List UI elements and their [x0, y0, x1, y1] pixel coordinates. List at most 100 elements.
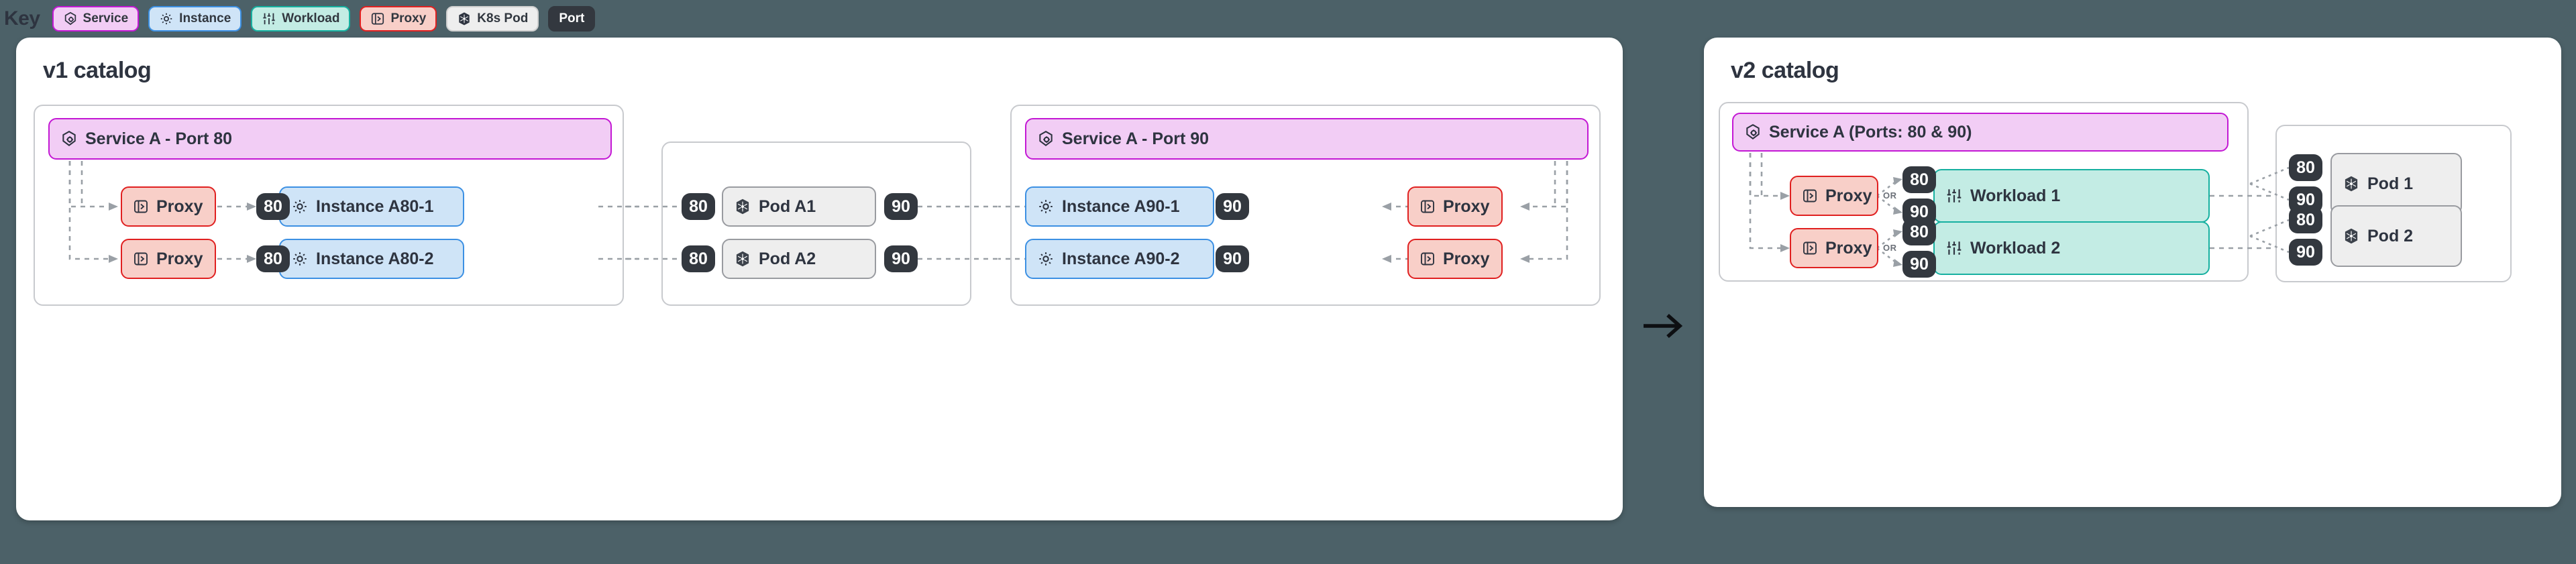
node-proxy-a90-1[interactable]: Proxy — [1407, 186, 1503, 227]
node-label: Proxy — [156, 249, 203, 268]
node-proxy-a80-1[interactable]: Proxy — [121, 186, 216, 227]
node-proxy-v2-1[interactable]: Proxy — [1790, 176, 1878, 216]
key-chip-instance: Instance — [148, 6, 242, 32]
node-pod-a1[interactable]: Pod A1 — [722, 186, 876, 227]
port-badge-80: 80 — [1902, 166, 1936, 193]
kubernetes-helm-icon — [734, 250, 751, 268]
node-service-a-port-80[interactable]: Service A - Port 80 — [48, 118, 612, 160]
node-label: Workload 2 — [1970, 238, 2061, 258]
key-chip-label: Workload — [282, 11, 340, 25]
node-instance-a90-2[interactable]: Instance A90-2 — [1025, 239, 1214, 279]
node-service-a-ports-80-90[interactable]: Service A (Ports: 80 & 90) — [1732, 113, 2229, 152]
node-label: Pod 1 — [2367, 174, 2414, 193]
node-label: Proxy — [1443, 196, 1490, 216]
port-badge-80: 80 — [256, 193, 290, 220]
node-proxy-a80-2[interactable]: Proxy — [121, 239, 216, 279]
gear-icon — [291, 198, 309, 215]
proxy-play-box-icon — [370, 11, 385, 26]
key-chip-service: Service — [52, 6, 140, 32]
transition-arrow-icon — [1631, 306, 1696, 346]
node-proxy-a90-2[interactable]: Proxy — [1407, 239, 1503, 279]
key-chip-port: Port — [548, 6, 596, 32]
port-badge-90: 90 — [884, 245, 918, 272]
port-badge-90: 90 — [1902, 251, 1936, 278]
key-chip-k8s-pod: K8s Pod — [446, 6, 539, 32]
proxy-play-box-icon — [1419, 199, 1436, 215]
node-pod-a2[interactable]: Pod A2 — [722, 239, 876, 279]
node-workload-2[interactable]: Workload 2 — [1933, 221, 2210, 275]
key-chip-label: Service — [83, 11, 129, 25]
node-label: Proxy — [1443, 249, 1490, 268]
diagram-canvas: v1 catalog Service A - Port 80 — [0, 38, 2576, 564]
edges-v2-pods — [2249, 166, 2290, 253]
edges-pods-v1 — [625, 205, 998, 260]
node-label: Proxy — [1825, 186, 1872, 205]
node-label: Service A - Port 80 — [85, 129, 233, 148]
port-badge-90: 90 — [884, 193, 918, 220]
panel-v1-catalog: v1 catalog Service A - Port 80 — [16, 38, 1623, 520]
edges-port80-group — [68, 161, 639, 263]
proxy-play-box-icon — [133, 199, 149, 215]
key-chip-label: K8s Pod — [477, 11, 529, 25]
service-hexagon-gear-icon — [63, 11, 78, 26]
or-label-1: OR — [1883, 190, 1897, 201]
kubernetes-helm-icon — [2343, 227, 2360, 245]
proxy-play-box-icon — [1419, 251, 1436, 267]
port-badge-90: 90 — [1216, 245, 1249, 272]
node-pod-2[interactable]: Pod 2 — [2330, 205, 2462, 267]
node-label: Service A (Ports: 80 & 90) — [1769, 122, 1972, 142]
or-label-2: OR — [1883, 243, 1897, 253]
key-chip-proxy: Proxy — [360, 6, 437, 32]
node-label: Proxy — [1825, 238, 1872, 258]
proxy-play-box-icon — [1802, 240, 1818, 256]
node-instance-a90-1[interactable]: Instance A90-1 — [1025, 186, 1214, 227]
sliders-icon — [262, 11, 276, 26]
node-label: Instance A80-2 — [316, 249, 434, 268]
group-k8s-pods-v2: 80 90 Pod 1 80 90 — [2249, 125, 2512, 282]
proxy-play-box-icon — [1802, 188, 1818, 204]
node-label: Instance A80-1 — [316, 196, 434, 216]
node-workload-1[interactable]: Workload 1 — [1933, 169, 2210, 223]
node-instance-a80-1[interactable]: Instance A80-1 — [279, 186, 464, 227]
key-chip-workload: Workload — [251, 6, 351, 32]
node-service-a-port-90[interactable]: Service A - Port 90 — [1025, 118, 1589, 160]
node-label: Pod A2 — [759, 249, 816, 268]
node-label: Pod A1 — [759, 196, 816, 216]
group-service-a-port-80: Service A - Port 80 — [34, 105, 639, 306]
port-badge-90: 90 — [1216, 193, 1249, 220]
key-chip-label: Port — [559, 11, 585, 25]
port-badge-80: 80 — [2289, 154, 2322, 181]
node-label: Pod 2 — [2367, 226, 2414, 245]
key-chip-label: Instance — [179, 11, 231, 25]
gear-icon — [1037, 250, 1055, 268]
sliders-icon — [1945, 187, 1963, 205]
port-badge-80: 80 — [682, 193, 715, 220]
kubernetes-helm-icon — [2343, 175, 2360, 192]
node-proxy-v2-2[interactable]: Proxy — [1790, 228, 1878, 268]
node-label: Instance A90-2 — [1062, 249, 1180, 268]
sliders-icon — [1945, 239, 1963, 257]
node-label: Proxy — [156, 196, 203, 216]
panel-v2-catalog: v2 catalog Service A (Ports: 80 & 90) — [1704, 38, 2561, 507]
service-hexagon-gear-icon — [60, 130, 78, 148]
port-badge-80: 80 — [256, 245, 290, 272]
node-label: Service A - Port 90 — [1062, 129, 1210, 148]
gear-icon — [291, 250, 309, 268]
port-badge-90: 90 — [2289, 239, 2322, 266]
page-title-v1: v1 catalog — [43, 58, 152, 83]
node-instance-a80-2[interactable]: Instance A80-2 — [279, 239, 464, 279]
gear-icon — [159, 11, 174, 26]
edges-port90-group — [998, 161, 1568, 263]
port-badge-80: 80 — [1902, 219, 1936, 245]
group-service-a-port-90: Service A - Port 90 — [998, 105, 1601, 306]
page-title-v2: v2 catalog — [1731, 58, 1839, 83]
key-chip-label: Proxy — [390, 11, 427, 25]
kubernetes-helm-icon — [457, 11, 472, 26]
group-k8s-pods-v1: 80 Pod A1 90 80 — [625, 142, 998, 306]
group-v2-service-a: Service A (Ports: 80 & 90) — [1719, 102, 2284, 282]
gear-icon — [1037, 198, 1055, 215]
kubernetes-helm-icon — [734, 198, 751, 215]
port-badge-80: 80 — [682, 245, 715, 272]
service-hexagon-gear-icon — [1037, 130, 1055, 148]
node-label: Workload 1 — [1970, 186, 2061, 205]
